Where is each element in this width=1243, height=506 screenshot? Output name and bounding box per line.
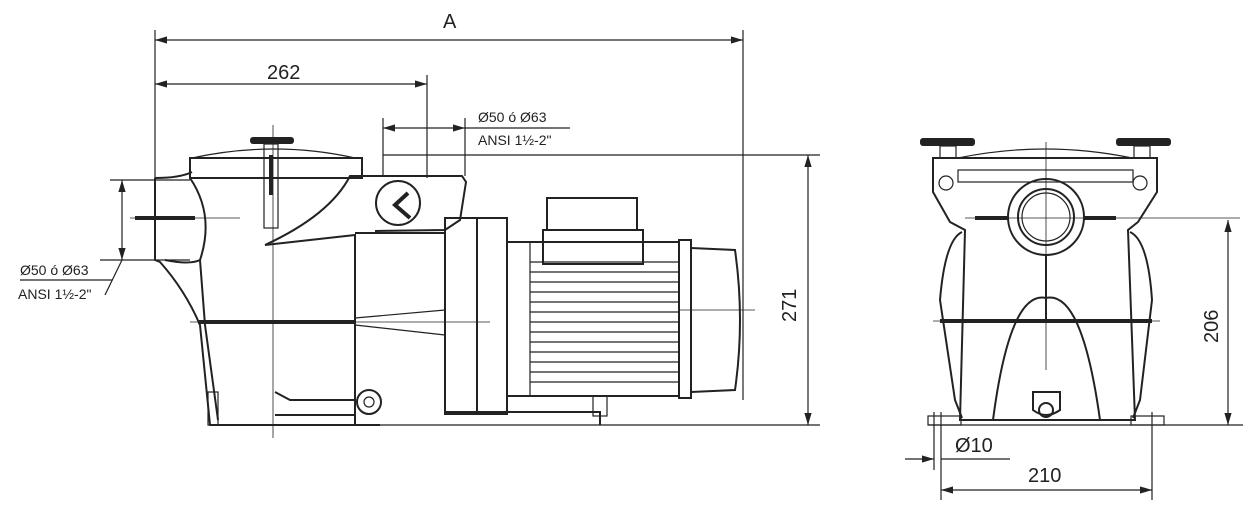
outlet-label-1: Ø50 ó Ø63 bbox=[478, 109, 547, 125]
dim-a-label: A bbox=[443, 11, 457, 33]
dim-206-label: 206 bbox=[1201, 310, 1223, 343]
side-view-dimensions: A 262 Ø50 ó Ø63 ANSI 1½-2" Ø50 ó Ø63 ANS… bbox=[18, 11, 820, 426]
dim-hole-label: Ø10 bbox=[955, 435, 993, 457]
pump-side-view bbox=[130, 125, 755, 438]
dim-210-label: 210 bbox=[1028, 465, 1061, 487]
pump-front-view: 206 Ø10 210 bbox=[905, 138, 1243, 500]
dim-262-label: 262 bbox=[267, 62, 300, 84]
inlet-label-2: ANSI 1½-2" bbox=[18, 286, 91, 302]
outlet-label-2: ANSI 1½-2" bbox=[478, 132, 551, 148]
dim-271-label: 271 bbox=[779, 289, 801, 322]
inlet-label-1: Ø50 ó Ø63 bbox=[20, 262, 89, 278]
